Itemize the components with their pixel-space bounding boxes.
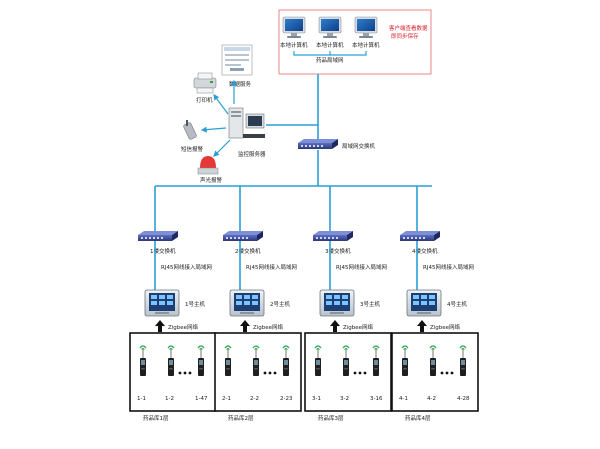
lan-switch-label: 局域网交换机 bbox=[342, 142, 376, 150]
sensor-label: 4-28 bbox=[457, 396, 470, 402]
warehouse-label: 药品库2层 bbox=[228, 414, 254, 422]
floor-switch-icon bbox=[138, 231, 178, 241]
sensor-label: 3-16 bbox=[370, 396, 383, 402]
sensor-node: 4-28 bbox=[457, 345, 470, 402]
sensor-label: 2-1 bbox=[222, 396, 231, 402]
sensor-node: 2-1 bbox=[222, 345, 232, 402]
arrow-to-alarm bbox=[213, 139, 231, 157]
ellipsis-dot bbox=[450, 371, 454, 375]
client-label-2: 本地计算机 bbox=[316, 41, 344, 49]
warehouse-label: 药品库1层 bbox=[143, 414, 169, 422]
floor-switch-icon bbox=[313, 231, 353, 241]
floor-switch-label: 1楼交换机 bbox=[150, 247, 176, 255]
branch-1: 1楼交换机 RJ45网线接入局域网 1号主机 Zigbee网络 1-1 1-2 1-47 药品… bbox=[129, 186, 217, 422]
host-monitor-icon bbox=[229, 289, 265, 317]
ellipsis-dot bbox=[440, 371, 444, 375]
sensor-node: 3-2 bbox=[340, 345, 350, 402]
zigbee-arrow-icon bbox=[155, 320, 165, 332]
floor-switch-label: 2楼交换机 bbox=[235, 247, 261, 255]
sensor-node: 4-1 bbox=[399, 345, 409, 402]
sensor-node: 4-2 bbox=[427, 345, 437, 402]
ellipsis-dot bbox=[263, 371, 267, 375]
zigbee-label: Zigbee网络 bbox=[168, 323, 199, 331]
rj45-label: RJ45网线接入局域网 bbox=[161, 263, 212, 271]
lan-label: 药品局域网 bbox=[316, 56, 344, 64]
sensor-node: 2-2 bbox=[250, 345, 260, 402]
host-label: 3号主机 bbox=[360, 300, 380, 308]
sensor-label: 4-1 bbox=[399, 396, 408, 402]
lan-switch-icon bbox=[298, 139, 338, 149]
server-tower-icon bbox=[228, 107, 265, 139]
ellipsis-dot bbox=[188, 371, 192, 375]
alarm-label: 声光报警 bbox=[200, 176, 223, 184]
client-computer-2: 本地计算机 bbox=[316, 16, 344, 49]
printer-icon bbox=[193, 72, 217, 94]
floor-switch-label: 3楼交换机 bbox=[325, 247, 351, 255]
rj45-label: RJ45网线接入局域网 bbox=[336, 263, 387, 271]
zigbee-label: Zigbee网络 bbox=[343, 323, 374, 331]
branch-4: 4楼交换机 RJ45网线接入局域网 4号主机 Zigbee网络 4-1 4-2 4-28 药品… bbox=[391, 186, 479, 422]
client-note-line1: 客户端查看数据 bbox=[389, 24, 428, 32]
rj45-label: RJ45网线接入局域网 bbox=[246, 263, 297, 271]
printer-label: 打印机 bbox=[196, 96, 213, 104]
sensor-label: 1-47 bbox=[195, 396, 208, 402]
host-label: 2号主机 bbox=[270, 300, 290, 308]
zigbee-arrow-icon bbox=[240, 320, 250, 332]
host-monitor-icon bbox=[144, 289, 180, 317]
sensor-node: 1-2 bbox=[165, 345, 175, 402]
sensor-node: 1-47 bbox=[195, 345, 208, 402]
sensor-label: 1-2 bbox=[165, 396, 174, 402]
host-monitor-icon bbox=[406, 289, 442, 317]
host-label: 4号主机 bbox=[447, 300, 467, 308]
sensor-label: 3-1 bbox=[312, 396, 321, 402]
host-monitor-icon bbox=[319, 289, 355, 317]
host-label: 1号主机 bbox=[185, 300, 205, 308]
client-label-3: 本地计算机 bbox=[352, 41, 380, 49]
floor-switch-icon bbox=[400, 231, 440, 241]
zigbee-arrow-icon bbox=[417, 320, 427, 332]
sensor-label: 2-2 bbox=[250, 396, 259, 402]
ellipsis-dot bbox=[445, 371, 449, 375]
ellipsis-dot bbox=[183, 371, 187, 375]
sensor-node: 3-16 bbox=[370, 345, 383, 402]
sms-modem-icon bbox=[183, 120, 197, 140]
sensor-label: 2-23 bbox=[280, 396, 293, 402]
branches: 1楼交换机 RJ45网线接入局域网 1号主机 Zigbee网络 1-1 1-2 1-47 药品… bbox=[129, 186, 479, 422]
ellipsis-dot bbox=[178, 371, 182, 375]
sensor-node: 2-23 bbox=[280, 345, 293, 402]
floor-switch-icon bbox=[223, 231, 263, 241]
rj45-label: RJ45网线接入局域网 bbox=[423, 263, 474, 271]
alarm-icon bbox=[197, 156, 219, 175]
ellipsis-dot bbox=[363, 371, 367, 375]
client-label-1: 本地计算机 bbox=[280, 41, 308, 49]
ellipsis-dot bbox=[358, 371, 362, 375]
branch-2: 2楼交换机 RJ45网线接入局域网 2号主机 Zigbee网络 2-1 2-2 2-23 药品… bbox=[214, 186, 302, 422]
sms-label: 短信报警 bbox=[181, 145, 204, 153]
arrow-to-printer bbox=[213, 94, 229, 115]
branch-3: 3楼交换机 RJ45网线接入局域网 3号主机 Zigbee网络 3-1 3-2 3-16 药品… bbox=[304, 186, 392, 422]
warehouse-label: 药品库4层 bbox=[405, 414, 431, 422]
sensor-label: 1-1 bbox=[137, 396, 146, 402]
server-label: 监控服务器 bbox=[238, 150, 266, 158]
sensor-label: 3-2 bbox=[340, 396, 349, 402]
client-computer-1: 本地计算机 bbox=[280, 16, 308, 49]
sensor-node: 3-1 bbox=[312, 345, 322, 402]
zigbee-label: Zigbee网络 bbox=[253, 323, 284, 331]
arrow-to-sms bbox=[200, 126, 227, 133]
database-screen bbox=[221, 44, 253, 76]
client-note-line2: 即同步保存 bbox=[391, 32, 419, 40]
ellipsis-dot bbox=[273, 371, 277, 375]
client-computer-3: 本地计算机 bbox=[352, 16, 380, 49]
database-label: 数据服务 bbox=[229, 80, 252, 88]
ellipsis-dot bbox=[268, 371, 272, 375]
floor-switch-label: 4楼交换机 bbox=[412, 247, 438, 255]
sensor-node: 1-1 bbox=[137, 345, 147, 402]
zigbee-label: Zigbee网络 bbox=[430, 323, 461, 331]
zigbee-arrow-icon bbox=[330, 320, 340, 332]
warehouse-label: 药品库3层 bbox=[318, 414, 344, 422]
sensor-label: 4-2 bbox=[427, 396, 436, 402]
ellipsis-dot bbox=[353, 371, 357, 375]
